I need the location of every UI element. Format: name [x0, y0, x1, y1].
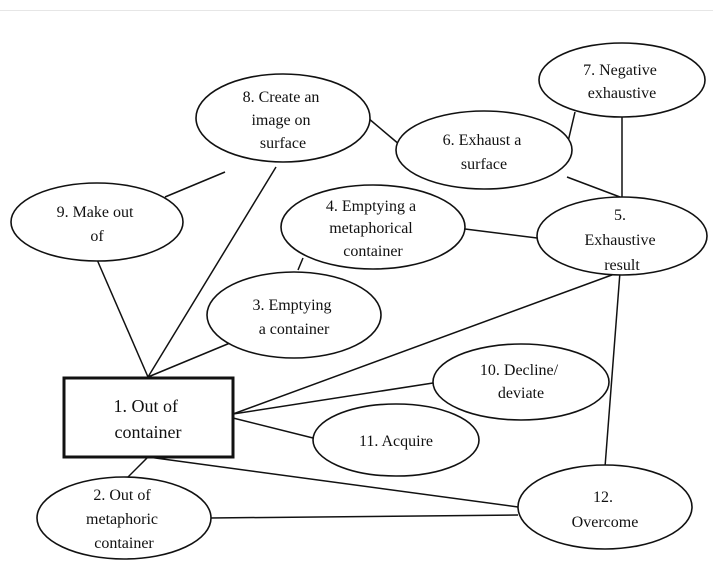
svg-text:6. Exhaust a surface: 6. Exhaust a surface: [443, 132, 526, 173]
node-label-line: a container: [259, 321, 330, 338]
node-label-line: 8. Create an: [243, 89, 320, 106]
edge-n9-n1: [94, 254, 149, 378]
svg-text:9. Make out of: 9. Make out of: [57, 204, 138, 245]
node-label-line: of: [90, 228, 104, 245]
node-label-line: result: [604, 257, 640, 274]
edge-n5-n12: [604, 271, 621, 468]
svg-text:11. Acquire: 11. Acquire: [359, 433, 433, 450]
node-shape: [538, 42, 706, 118]
svg-text:1. Out of container: 1. Out of container: [114, 396, 183, 442]
node-label-line: 11. Acquire: [359, 433, 433, 450]
node-label-line: exhaustive: [588, 85, 656, 102]
node-shape: [432, 343, 610, 421]
node-decline-deviate[interactable]: 10. Decline/ deviate: [432, 343, 610, 421]
node-out-of-metaphoric-container[interactable]: 2. Out of metaphoric container: [36, 476, 212, 560]
node-overcome[interactable]: 12. Overcome: [517, 464, 693, 550]
node-label-line: 7. Negative: [583, 62, 657, 79]
svg-text:5. Exhaustive: 5. Exhaustive result: [584, 207, 659, 274]
svg-text:4. Emptying a metaphor: 4. Emptying a metaphorical container: [326, 198, 420, 260]
edge-n3-n1: [147, 342, 231, 378]
edge-n8-n9: [164, 171, 226, 198]
node-shape: [536, 196, 708, 276]
edge-n2-n1: [124, 456, 149, 481]
node-label-line: 5.: [614, 207, 626, 224]
node-shape: [312, 403, 480, 477]
edge-n8-n6: [367, 117, 401, 146]
edge-n4-n5: [464, 228, 538, 239]
node-shape: [206, 271, 382, 359]
node-emptying-a-metaphorical-container[interactable]: 4. Emptying a metaphorical container: [280, 184, 466, 270]
node-shape: [517, 464, 693, 550]
svg-text:10. Decline/ deviate: 10. Decline/ deviate: [480, 362, 562, 402]
node-label-line: surface: [260, 135, 306, 152]
svg-text:8. Create an image on: 8. Create an image on surface: [243, 89, 324, 152]
edge-n10-n1: [232, 382, 434, 415]
edge-n3-n4: [297, 257, 304, 271]
svg-text:2. Out of metaphoric: 2. Out of metaphoric container: [86, 487, 162, 552]
node-label-line: image on: [251, 112, 310, 129]
node-shape: [195, 73, 371, 163]
node-shape: [36, 476, 212, 560]
top-divider: [0, 10, 713, 11]
node-shape: [395, 110, 573, 190]
node-make-out-of[interactable]: 9. Make out of: [10, 182, 184, 262]
node-shape: [280, 184, 466, 270]
edge-n11-n1: [232, 417, 314, 439]
node-label-line: 3. Emptying: [252, 297, 331, 314]
node-label-line: 9. Make out: [57, 204, 134, 221]
node-label-line: 6. Exhaust a: [443, 132, 522, 149]
node-exhaustive-result[interactable]: 5. Exhaustive result: [536, 196, 708, 276]
nodes: 1. Out of container 2. Out of metaphoric…: [10, 42, 708, 560]
node-label-line: 4. Emptying a: [326, 198, 416, 215]
node-shape: [10, 182, 184, 262]
node-label-line: surface: [461, 156, 507, 173]
edge-n2-n12: [209, 514, 519, 519]
node-emptying-a-container[interactable]: 3. Emptying a container: [206, 271, 382, 359]
node-acquire[interactable]: 11. Acquire: [312, 403, 480, 477]
svg-text:7. Negative exhaustive: 7. Negative exhaustive: [583, 62, 661, 102]
node-label-line: 1. Out of: [114, 396, 179, 416]
node-label-line: 2. Out of: [93, 487, 151, 504]
node-label-line: container: [94, 535, 154, 552]
node-shape: [62, 376, 235, 459]
node-label-line: container: [343, 243, 403, 260]
svg-text:12. Overcome: 12. Overcome: [572, 489, 639, 531]
node-label-line: deviate: [498, 385, 544, 402]
edge-n6-n5: [566, 176, 621, 198]
edges: [94, 111, 623, 519]
svg-text:3. Emptying a containe: 3. Emptying a container: [252, 297, 335, 338]
node-label-line: 10. Decline/: [480, 362, 559, 379]
node-create-an-image-on-surface[interactable]: 8. Create an image on surface: [195, 73, 371, 163]
edge-n8-n1: [147, 166, 277, 378]
edge-n12-n1: [147, 456, 519, 508]
node-label-line: Overcome: [572, 514, 639, 531]
node-label-line: metaphorical: [329, 220, 413, 237]
node-label-line: container: [115, 422, 182, 442]
node-out-of-container[interactable]: 1. Out of container: [62, 376, 235, 459]
edge-n5-n1: [232, 271, 621, 415]
node-negative-exhaustive[interactable]: 7. Negative exhaustive: [538, 42, 706, 118]
node-label-line: Exhaustive: [584, 232, 655, 249]
node-exhaust-a-surface[interactable]: 6. Exhaust a surface: [395, 110, 573, 190]
node-label-line: metaphoric: [86, 511, 158, 528]
node-label-line: 12.: [593, 489, 613, 506]
